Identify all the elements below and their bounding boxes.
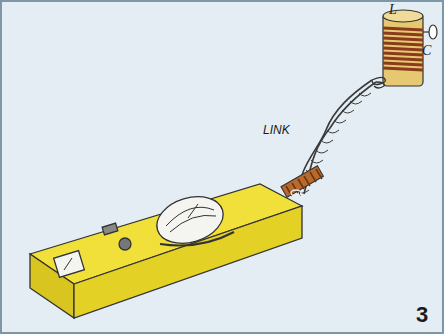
coil-form xyxy=(372,10,423,88)
part-label: LINK xyxy=(263,124,290,136)
dip-meter xyxy=(30,184,302,318)
capacitor-symbol xyxy=(423,25,437,39)
part-label: L xyxy=(389,3,397,17)
meter-coil xyxy=(281,166,323,197)
figure-number: 3 xyxy=(416,304,428,326)
part-label: C xyxy=(422,44,431,58)
